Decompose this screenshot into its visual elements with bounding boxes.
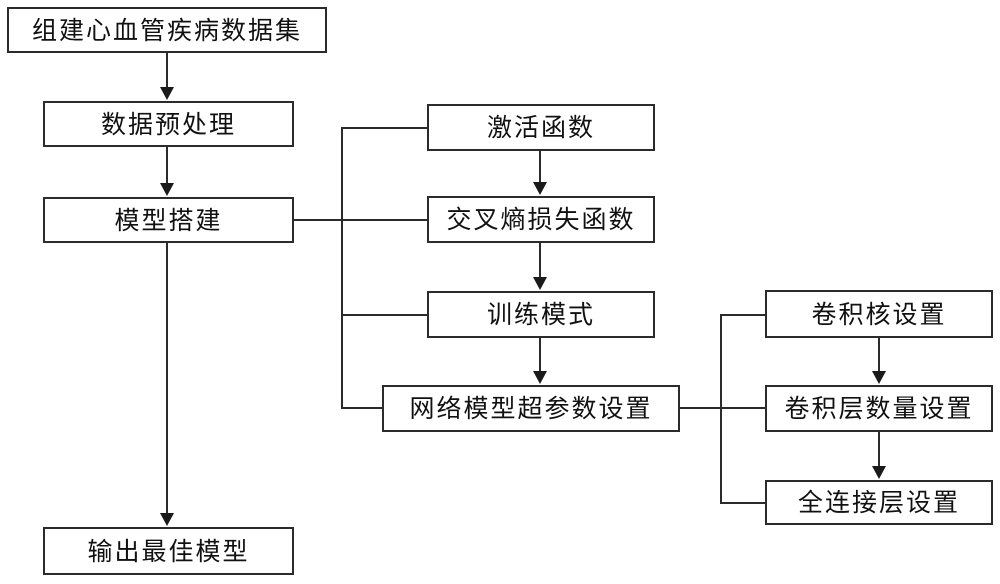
- edge-bus-to-hyperparameter-settings: [341, 407, 383, 409]
- node-dataset-label: 组建心血管疾病数据集: [31, 15, 302, 45]
- edge-activation-to-loss: [539, 151, 541, 183]
- node-build-model-label: 模型搭建: [114, 205, 223, 235]
- edge-dataset-to-preprocess: [166, 53, 168, 89]
- node-preprocess[interactable]: 数据预处理: [43, 101, 294, 147]
- node-conv-layer-count-settings-label: 卷积层数量设置: [784, 394, 974, 423]
- edge-build-model-to-output-model: [166, 243, 168, 514]
- node-cross-entropy-loss-label: 交叉熵损失函数: [446, 205, 636, 234]
- edge-conv-layer-settings-to-fc-layer-settings: [878, 432, 880, 467]
- node-training-mode[interactable]: 训练模式: [427, 291, 655, 338]
- edge-loss-to-training-mode: [539, 243, 541, 278]
- edge-hyperparameter-settings-to-right-bus: [680, 407, 722, 409]
- arrowhead-kernel-settings-to-conv-layer-settings: [872, 371, 886, 384]
- node-training-mode-label: 训练模式: [486, 300, 595, 329]
- node-fully-connected-layer-settings-label: 全连接层设置: [797, 488, 960, 517]
- node-build-model[interactable]: 模型搭建: [43, 197, 294, 243]
- arrowhead-conv-layer-settings-to-fc-layer-settings: [872, 466, 886, 479]
- right-bus-line: [720, 315, 722, 504]
- edge-kernel-settings-to-conv-layer-settings: [878, 338, 880, 372]
- middle-bus-line: [341, 128, 343, 409]
- node-kernel-settings[interactable]: 卷积核设置: [765, 290, 993, 338]
- node-activation-function[interactable]: 激活函数: [427, 104, 655, 151]
- node-conv-layer-count-settings[interactable]: 卷积层数量设置: [765, 385, 993, 432]
- edge-build-model-to-middle-bus: [294, 219, 427, 221]
- node-output-model[interactable]: 输出最佳模型: [43, 527, 294, 575]
- node-hyperparameter-settings-label: 网络模型超参数设置: [409, 394, 653, 423]
- edge-right-bus-to-conv-layer-settings: [720, 407, 766, 409]
- arrowhead-build-model-to-output-model: [160, 513, 174, 526]
- arrowhead-dataset-to-preprocess: [160, 87, 174, 100]
- arrowhead-training-mode-to-hyperparameter-settings: [533, 371, 547, 384]
- node-kernel-settings-label: 卷积核设置: [811, 299, 947, 329]
- edge-bus-to-activation: [341, 127, 428, 129]
- node-cross-entropy-loss[interactable]: 交叉熵损失函数: [427, 196, 655, 243]
- edge-right-bus-to-kernel-settings: [720, 314, 766, 316]
- node-hyperparameter-settings[interactable]: 网络模型超参数设置: [382, 385, 680, 432]
- node-fully-connected-layer-settings[interactable]: 全连接层设置: [765, 480, 993, 525]
- arrowhead-loss-to-training-mode: [533, 277, 547, 290]
- arrowhead-preprocess-to-build-model: [160, 183, 174, 196]
- edge-preprocess-to-build-model: [166, 147, 168, 185]
- node-preprocess-label: 数据预处理: [100, 109, 236, 139]
- edge-right-bus-to-fc-layer-settings: [720, 502, 766, 504]
- edge-bus-to-training-mode: [341, 314, 428, 316]
- arrowhead-activation-to-loss: [533, 182, 547, 195]
- node-dataset[interactable]: 组建心血管疾病数据集: [7, 7, 327, 53]
- edge-training-mode-to-hyperparameter-settings: [539, 338, 541, 372]
- node-output-model-label: 输出最佳模型: [87, 536, 250, 566]
- node-activation-function-label: 激活函数: [486, 113, 595, 142]
